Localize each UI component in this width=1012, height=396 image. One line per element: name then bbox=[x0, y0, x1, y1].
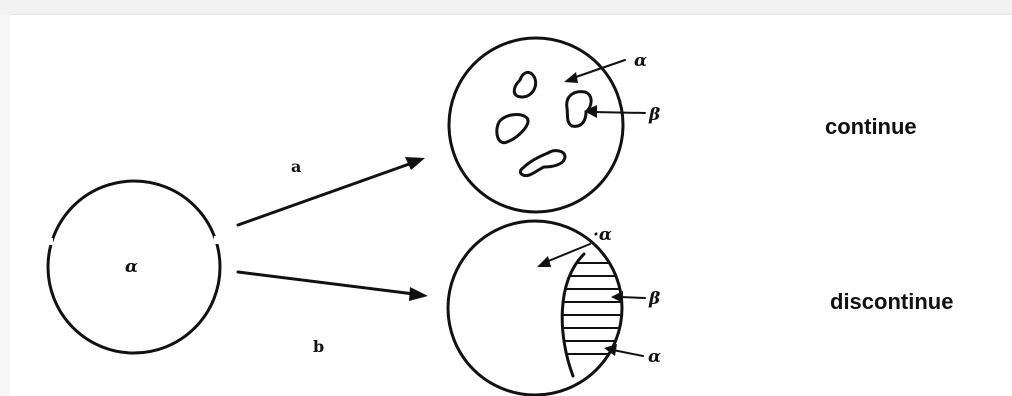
outline-gap-right bbox=[214, 236, 223, 244]
precipitate-particle bbox=[567, 92, 591, 127]
precipitate-particle bbox=[497, 115, 528, 143]
discontinuous-caption: discontinue bbox=[830, 289, 953, 314]
colony-pointer-line bbox=[620, 297, 645, 298]
outline-gap-left bbox=[44, 238, 53, 245]
discontinuous-alpha-label: ·α bbox=[593, 225, 612, 245]
path-b-arrowhead bbox=[409, 287, 428, 301]
path-a-shaft bbox=[238, 163, 412, 225]
matrix-pointer-line bbox=[573, 60, 625, 78]
discontinuous-beta-label: β bbox=[648, 289, 660, 309]
continuous-grain: α β bbox=[449, 38, 660, 212]
continuous-alpha-label: α bbox=[634, 51, 647, 71]
lamella-pointer-line bbox=[613, 350, 643, 356]
precipitate-particle bbox=[514, 72, 535, 97]
continuous-grain-circle bbox=[449, 38, 623, 212]
initial-alpha-label: α bbox=[125, 257, 138, 277]
discontinuous-lamella-alpha-label: α bbox=[648, 347, 661, 367]
path-b-shaft bbox=[238, 272, 414, 294]
path-a-arrow: a bbox=[238, 157, 425, 225]
path-a-arrowhead bbox=[405, 157, 425, 170]
matrix-pointer-head bbox=[564, 72, 578, 83]
precipitate-particle bbox=[520, 151, 565, 176]
continuous-beta-label: β bbox=[648, 105, 660, 125]
precipitate-pointer-line bbox=[593, 112, 645, 113]
path-b-arrow: b bbox=[238, 272, 428, 356]
initial-grain: α bbox=[44, 181, 223, 353]
discontinuous-grain: ·α β α bbox=[448, 220, 661, 396]
path-a-label: a bbox=[291, 157, 301, 176]
continuous-caption: continue bbox=[825, 114, 917, 139]
path-b-label: b bbox=[313, 337, 324, 356]
